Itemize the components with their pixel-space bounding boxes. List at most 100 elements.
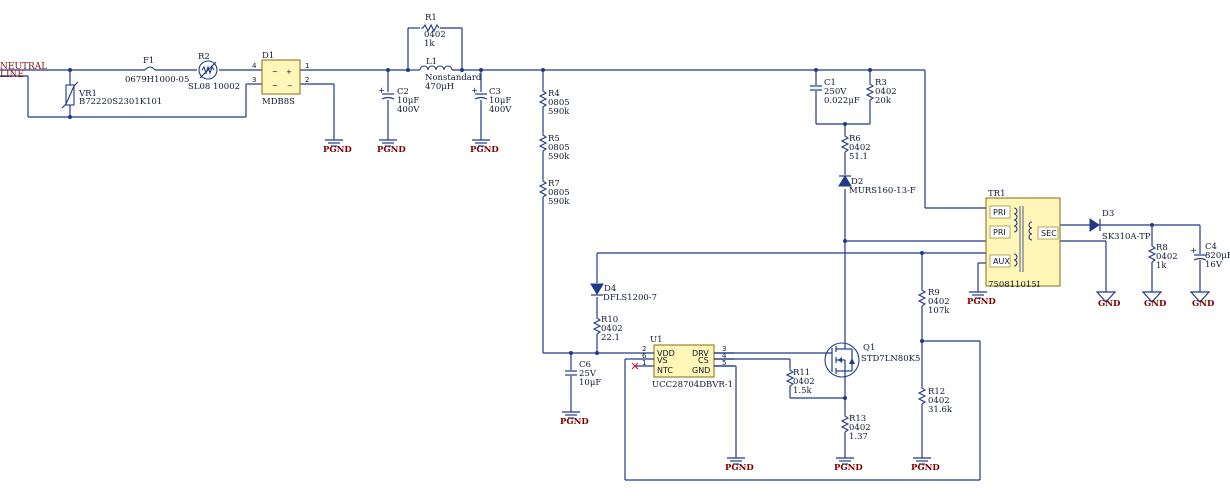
inductor-l1[interactable]: L1 Nonstandard 470μH	[419, 57, 482, 92]
ground-gnd-c4: GND	[1190, 285, 1215, 309]
no-connect-mark	[631, 362, 639, 370]
ground-pgnd-c6: PGND	[560, 405, 589, 427]
u1-value: UCC28704DBVR-1	[652, 380, 733, 390]
u1-pin-drv-name: DRV	[692, 349, 709, 358]
l1-pkg: Nonstandard	[425, 73, 482, 83]
pgnd-label: PGND	[323, 145, 352, 155]
r11-pkg: 0402	[793, 377, 815, 387]
gnd-label: GND	[1144, 299, 1167, 309]
resistor-r9[interactable]: R9 0402 107k	[918, 287, 950, 316]
resistor-r7[interactable]: R7 0805 590k	[539, 178, 570, 207]
r10-pkg: 0402	[601, 324, 623, 334]
r8-ref: R8	[1156, 243, 1168, 253]
pgnd-label: PGND	[470, 145, 499, 155]
r2-ref: R2	[198, 52, 210, 62]
c4-voltage: 16V	[1205, 260, 1223, 270]
resistor-r13[interactable]: R13 0402 1.37	[841, 413, 871, 442]
resistor-r11[interactable]: R11 0402 1.5k	[786, 367, 815, 396]
u1-pin-cs-name: CS	[698, 356, 709, 365]
capacitor-c3[interactable]: + C3 10μF 400V	[471, 86, 512, 115]
varistor-vr1[interactable]: VR1 B72220S2301K101	[61, 81, 162, 109]
d2-ref: D2	[851, 177, 863, 187]
u1-pin-4-num: 4	[722, 352, 727, 360]
capacitor-c6[interactable]: C6 25V 10μF	[564, 360, 601, 388]
r7-value: 590k	[548, 197, 570, 207]
c3-voltage: 400V	[489, 105, 512, 115]
r8-pkg: 0402	[1156, 252, 1178, 262]
resistor-r1[interactable]: R1 0402 1k	[420, 13, 446, 49]
r9-ref: R9	[928, 288, 940, 298]
tr1-pin-pri-1: PRI	[993, 208, 1006, 217]
junctions	[68, 68, 1154, 400]
resistor-r3[interactable]: R3 0402 20k	[866, 78, 897, 106]
pgnd-label: PGND	[967, 297, 996, 307]
l1-value: 470μH	[425, 82, 454, 92]
r9-value: 107k	[928, 306, 950, 316]
resistor-r8[interactable]: R8 0402 1k	[1148, 243, 1178, 271]
u1-ref: U1	[650, 335, 663, 345]
d1-pin-2: 2	[305, 76, 309, 84]
ground-pgnd-c2: PGND	[377, 133, 406, 155]
bridge-rectifier-d1[interactable]: ~ ~ + − 4 3 1 2 D1 MDB8S	[252, 51, 309, 107]
svg-text:+: +	[378, 86, 385, 96]
u1-pin-ntc-name: NTC	[657, 366, 673, 375]
capacitor-c2[interactable]: + C2 10μF 400V	[378, 86, 420, 115]
vr1-value: B72220S2301K101	[79, 97, 162, 107]
r10-ref: R10	[601, 315, 618, 325]
u1-pin-1-num: 1	[642, 359, 646, 367]
resistor-r4[interactable]: R4 0805 590k	[539, 88, 570, 117]
capacitor-c1[interactable]: C1 250V 0.022μF	[809, 78, 860, 106]
f1-ref: F1	[143, 56, 154, 66]
r5-ref: R5	[548, 134, 560, 144]
gnd-label: GND	[1098, 299, 1121, 309]
d1-pin-4: 4	[252, 62, 257, 70]
r7-ref: R7	[548, 179, 560, 189]
r13-value: 1.37	[849, 432, 868, 442]
resistor-r6[interactable]: R6 0402 51.1	[841, 133, 871, 162]
fuse-f1[interactable]: F1 0679H1000-05	[125, 56, 189, 85]
svg-text:+: +	[1190, 246, 1197, 256]
svg-text:−: −	[287, 82, 293, 90]
c2-voltage: 400V	[397, 105, 420, 115]
u1-pin-2-num: 2	[642, 345, 646, 353]
ground-pgnd-r12: PGND	[911, 451, 940, 473]
ground-pgnd-d1: PGND	[323, 133, 352, 155]
diode-d4[interactable]: D4 DFLS1200-7	[590, 283, 657, 303]
vr1-ref: VR1	[78, 89, 97, 99]
r1-pkg: 0402	[424, 30, 446, 40]
r4-value: 590k	[548, 107, 570, 117]
r6-value: 51.1	[849, 152, 868, 162]
ground-gnd-r8: GND	[1142, 285, 1167, 309]
r10-value: 22.1	[601, 333, 620, 343]
mosfet-q1[interactable]: Q1 STD7LN80K5	[824, 340, 920, 380]
diode-d3[interactable]: D3 SK310A-TP	[1089, 209, 1151, 242]
ic-u1[interactable]: VDD VS NTC DRV CS GND 2 6 1 3 4 5 U1 UCC…	[631, 335, 734, 390]
r12-pkg: 0402	[928, 396, 950, 406]
ground-pgnd-r13: PGND	[834, 451, 863, 473]
thermistor-r2[interactable]: R2 SL08 10002	[188, 52, 240, 92]
c2-ref: C2	[397, 87, 409, 97]
r1-value: 1k	[424, 39, 435, 49]
r4-ref: R4	[548, 89, 560, 99]
c4-ref: C4	[1205, 242, 1217, 252]
f1-value: 0679H1000-05	[125, 75, 189, 85]
resistor-r5[interactable]: R5 0805 590k	[539, 132, 570, 162]
ground-gnd-sec: GND	[1096, 285, 1121, 309]
r3-pkg: 0402	[875, 87, 897, 97]
r12-ref: R12	[928, 387, 945, 397]
r6-ref: R6	[849, 134, 861, 144]
net-label-neutral: NEUTRAL	[0, 62, 47, 72]
capacitor-c4[interactable]: + C4 820μF 16V	[1190, 242, 1230, 270]
d3-ref: D3	[1102, 209, 1114, 219]
d2-value: MURS160-13-F	[849, 186, 916, 196]
wires	[0, 27, 1201, 481]
transformer-tr1[interactable]: PRI PRI AUX SEC TR1 750811015I	[985, 189, 1061, 290]
resistor-r12[interactable]: R12 0402 31.6k	[918, 385, 953, 415]
svg-text:+: +	[286, 68, 292, 76]
u1-pin-vdd-name: VDD	[657, 349, 675, 358]
resistor-r10[interactable]: R10 0402 22.1	[593, 315, 623, 343]
svg-text:~: ~	[272, 82, 278, 90]
r2-value: SL08 10002	[188, 82, 240, 92]
d1-ref: D1	[262, 51, 274, 61]
diode-d2[interactable]: D2 MURS160-13-F	[838, 175, 916, 196]
